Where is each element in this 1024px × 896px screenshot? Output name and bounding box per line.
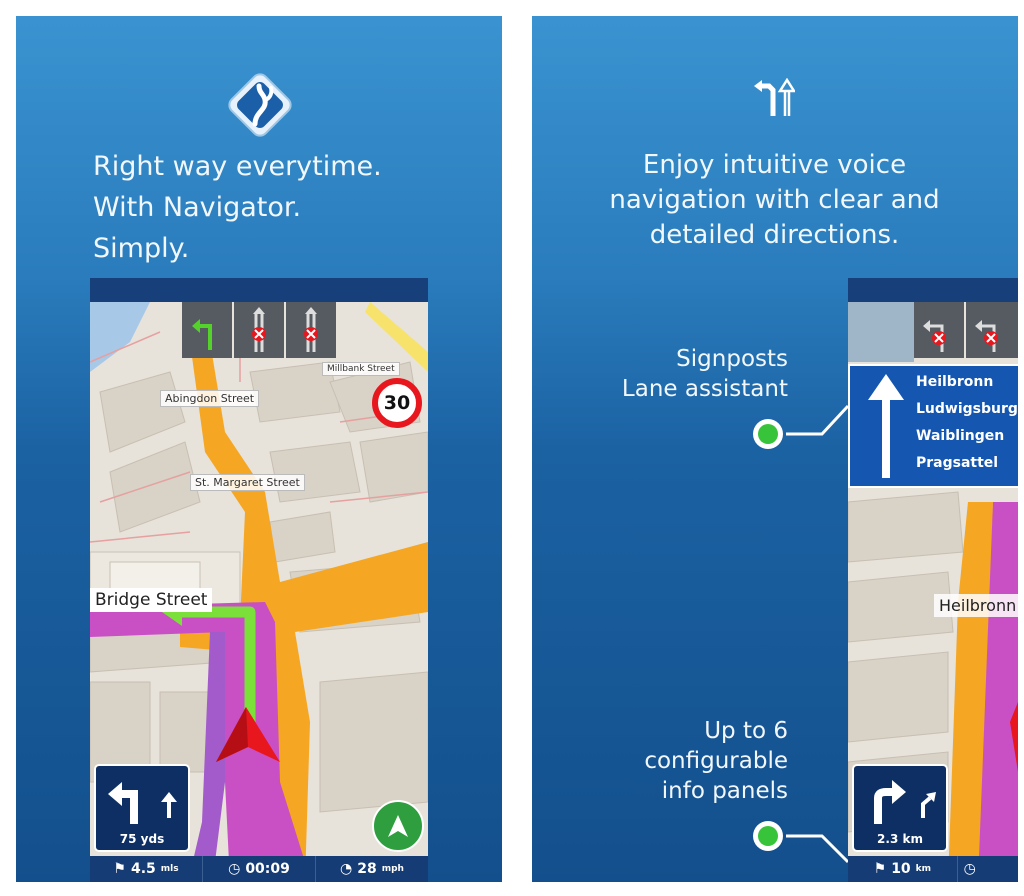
map-view-left[interactable]: Abingdon Street St. Margaret Street Mill… <box>90 278 428 882</box>
speedometer-icon: ◔ <box>340 861 353 877</box>
lane-blocked-icon <box>975 320 998 352</box>
lane-blocked-icon <box>304 307 318 352</box>
signpost-destination: Waiblingen <box>916 428 1005 444</box>
speed-unit: mph <box>381 864 404 874</box>
distance-value: 10 <box>891 861 911 877</box>
navigator-logo-icon <box>228 73 292 137</box>
promo-panel-left: Right way everytime. With Navigator. Sim… <box>16 16 502 882</box>
map-view-right[interactable]: Heilbronn Ludwigsburg Waiblingen Pragsat… <box>848 278 1018 882</box>
info-panel-time[interactable]: ◷ 00:09 <box>203 856 316 882</box>
speed-limit-value: 30 <box>383 392 411 414</box>
signpost-panel: Heilbronn Ludwigsburg Waiblingen Pragsat… <box>848 364 1018 488</box>
signpost-destination: Ludwigsburg <box>916 401 1018 417</box>
turn-right-arrow-icon <box>874 780 906 824</box>
flag-icon: ⚑ <box>873 861 887 877</box>
clock-icon: ◷ <box>963 861 976 877</box>
lane-indicator-1 <box>914 302 964 358</box>
street-label: St. Margaret Street <box>190 474 305 491</box>
distance-value: 4.5 <box>130 861 156 877</box>
lane-blocked-icon <box>923 320 946 352</box>
slight-right-arrow-icon <box>921 792 936 818</box>
lane-indicator-1 <box>182 302 232 358</box>
lane-blocked-icon <box>252 307 266 352</box>
info-status-bar[interactable]: ⚑ 10 km ◷ <box>848 856 1018 882</box>
signpost-destination: Heilbronn <box>916 374 994 390</box>
distance-unit: mls <box>160 864 179 874</box>
info-panel-distance[interactable]: ⚑ 4.5 mls <box>90 856 203 882</box>
lane-turn-left-icon <box>192 319 212 350</box>
info-status-bar[interactable]: ⚑ 4.5 mls ◷ 00:09 ◔ 28 mph <box>90 856 428 882</box>
signpost-destination: Pragsattel <box>916 455 999 471</box>
straight-arrow-icon <box>868 374 904 478</box>
turn-distance: 75 yds <box>119 832 165 846</box>
right-headline: Enjoy intuitive voice navigation with cl… <box>609 150 940 250</box>
annotation-connectors <box>753 404 850 864</box>
distance-unit: km <box>915 864 932 874</box>
info-panel-speed[interactable]: ◔ 28 mph <box>316 856 428 882</box>
next-turn-panel[interactable]: 75 yds <box>94 764 190 852</box>
turn-left-arrow-icon <box>108 782 138 824</box>
current-street-label: Bridge Street <box>90 588 213 612</box>
flag-icon: ⚑ <box>113 861 126 877</box>
compass-arrow-icon <box>388 815 408 837</box>
clock-icon: ◷ <box>228 861 241 877</box>
lane-assist-icon <box>754 78 795 116</box>
info-panel-distance[interactable]: ⚑ 10 km <box>848 856 958 882</box>
time-value: 00:09 <box>245 861 290 877</box>
annotation-info-panels: Up to 6 configurable info panels <box>644 718 788 804</box>
promo-panel-right: Enjoy intuitive voice navigation with cl… <box>532 16 1018 882</box>
speed-value: 28 <box>357 861 377 877</box>
map-street-label: Heilbronn <box>934 594 1018 617</box>
turn-distance: 2.3 km <box>877 832 923 846</box>
speed-limit-sign: 30 <box>372 378 422 428</box>
map-header-strip <box>90 278 428 302</box>
lane-indicator-3 <box>286 302 336 358</box>
info-panel-time[interactable]: ◷ <box>958 856 1018 882</box>
annotation-signposts: Signposts Lane assistant <box>621 346 788 402</box>
street-label: Millbank Street <box>322 362 400 376</box>
lane-indicator-2 <box>234 302 284 358</box>
straight-arrow-icon <box>161 792 177 818</box>
street-label: Abingdon Street <box>160 390 260 407</box>
next-turn-panel[interactable]: 2.3 km <box>852 764 948 852</box>
map-header-strip <box>848 278 1018 302</box>
lane-indicator-2 <box>966 302 1018 358</box>
compass-button[interactable] <box>372 800 424 852</box>
left-headline: Right way everytime. With Navigator. Sim… <box>93 151 382 264</box>
